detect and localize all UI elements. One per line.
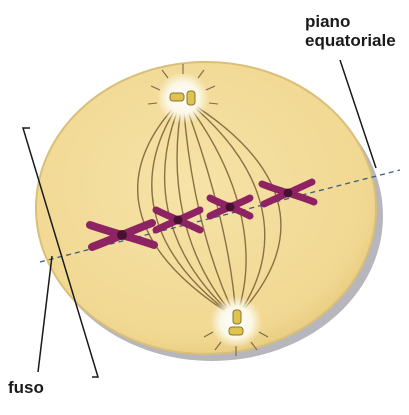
equatorial-plane-label-line2: equatoriale (305, 31, 396, 50)
spindle-label: fuso (8, 378, 44, 397)
equatorial-plane-label-line1: piano (305, 12, 396, 31)
equatorial-plane-label: piano equatoriale (305, 12, 396, 50)
spindle-pointer (38, 256, 52, 372)
